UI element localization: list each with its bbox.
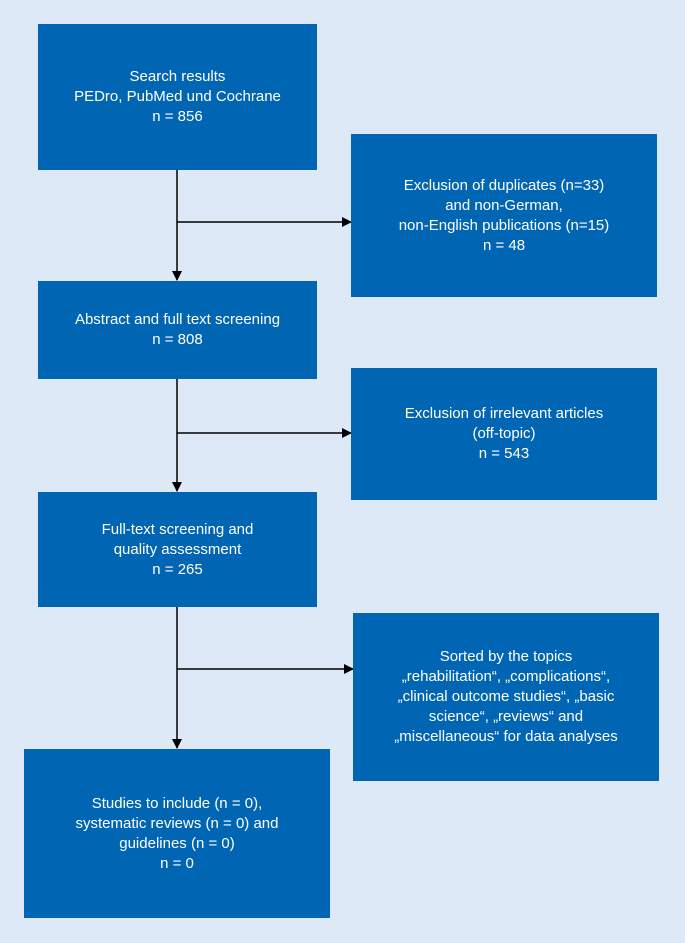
exclusion-duplicates-box: Exclusion of duplicates (n=33) and non-G… (351, 134, 657, 297)
sorted-topics-box: Sorted by the topics „rehabilitation“, „… (353, 613, 659, 781)
irrelevant-line: (off-topic) (472, 425, 536, 442)
studies-include-box: Studies to include (n = 0), systematic r… (24, 749, 330, 918)
sorted-line: Sorted by the topics (439, 648, 573, 665)
abstract-count: n = 808 (152, 331, 203, 348)
duplicates-line: non-English publications (n=15) (398, 216, 610, 234)
sorted-topics-text: Sorted by the topics „rehabilitation“, „… (394, 647, 617, 747)
sorted-line: „clinical outcome studies“, „basic (397, 688, 615, 705)
include-line: guidelines (n = 0) (119, 834, 235, 852)
include-count: n = 0 (160, 854, 194, 872)
fulltext-count: n = 265 (152, 560, 203, 578)
abstract-line: Abstract and full text screening (74, 311, 281, 328)
studies-include-text: Studies to include (n = 0), systematic r… (76, 794, 279, 874)
irrelevant-line: Exclusion of irrelevant articles (404, 405, 604, 422)
abstract-screening-box: Abstract and full text screening n = 808 (38, 281, 317, 379)
search-line: PEDro, PubMed und Cochrane (74, 88, 281, 105)
include-line: Studies to include (n = 0), (91, 794, 263, 812)
sorted-line: „miscellaneous“ for data analyses (394, 728, 618, 745)
duplicates-line: and non-German, (445, 196, 563, 214)
duplicates-count: n = 48 (482, 236, 526, 254)
sorted-line: „rehabilitation“, „complications“, (401, 668, 611, 685)
fulltext-line: quality assessment (113, 540, 242, 558)
search-line: Search results (129, 68, 226, 85)
fulltext-screening-text: Full-text screening and quality assessme… (102, 520, 254, 580)
duplicates-line: Exclusion of duplicates (n=33) (403, 176, 605, 194)
exclusion-duplicates-text: Exclusion of duplicates (n=33) and non-G… (399, 176, 610, 256)
fulltext-screening-box: Full-text screening and quality assessme… (38, 492, 317, 607)
search-results-text: Search results PEDro, PubMed und Cochran… (74, 67, 281, 127)
search-count: n = 856 (152, 108, 203, 125)
abstract-screening-text: Abstract and full text screening n = 808 (75, 310, 280, 350)
fulltext-line: Full-text screening and (101, 520, 254, 538)
exclusion-irrelevant-box: Exclusion of irrelevant articles (off-to… (351, 368, 657, 500)
irrelevant-count: n = 543 (478, 445, 530, 462)
exclusion-irrelevant-text: Exclusion of irrelevant articles (off-to… (405, 404, 603, 464)
search-results-box: Search results PEDro, PubMed und Cochran… (38, 24, 317, 170)
sorted-line: science“, „reviews“ and (428, 708, 584, 725)
include-line: systematic reviews (n = 0) and (75, 814, 279, 832)
